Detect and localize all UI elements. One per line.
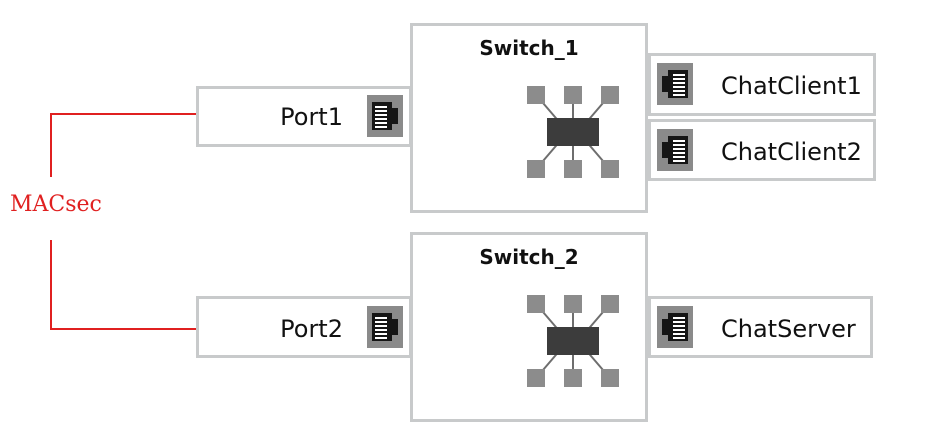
ethernet-port-icon: [367, 95, 403, 137]
switch-2-title: Switch_2: [479, 245, 579, 269]
ethernet-port-icon: [657, 63, 693, 105]
chatclient2-label: ChatClient2: [721, 138, 862, 166]
switch-2[interactable]: Switch_2: [410, 232, 648, 422]
ethernet-port-icon: [657, 306, 693, 348]
macsec-link-bottom-h: [50, 328, 198, 330]
macsec-link-top-h: [50, 113, 198, 115]
ethernet-port-icon: [367, 306, 403, 348]
chatserver-label: ChatServer: [721, 315, 856, 343]
macsec-link-bottom-v: [50, 240, 52, 330]
port1-label: Port1: [280, 103, 343, 131]
chatserver-box[interactable]: ChatServer: [648, 296, 873, 358]
port1-box[interactable]: Port1: [196, 86, 412, 147]
ethernet-port-icon: [657, 129, 693, 171]
chatclient1-box[interactable]: ChatClient1: [648, 53, 876, 116]
switch-1[interactable]: Switch_1: [410, 23, 648, 213]
macsec-label: MACsec: [10, 192, 102, 217]
switch-icon: [527, 86, 619, 178]
port2-box[interactable]: Port2: [196, 296, 412, 358]
chatclient2-box[interactable]: ChatClient2: [648, 119, 876, 181]
switch-1-title: Switch_1: [479, 36, 579, 60]
switch-icon: [527, 295, 619, 387]
port2-label: Port2: [280, 315, 343, 343]
chatclient1-label: ChatClient1: [721, 72, 862, 100]
macsec-link-top-v: [50, 113, 52, 177]
